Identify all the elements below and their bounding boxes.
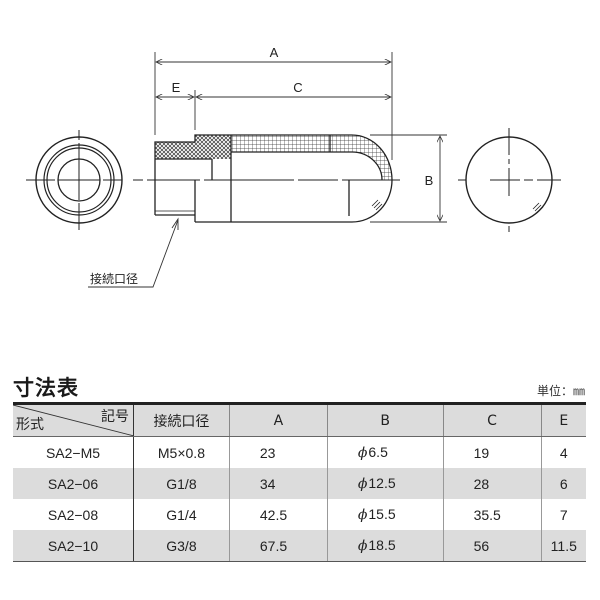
table-row: SA2−06 G1/8 34 ϕ12.5 28 6 — [13, 468, 586, 499]
header-model-label: 形式 — [16, 417, 44, 433]
diagonal-divider-icon — [13, 405, 134, 436]
dimension-label-e: E — [172, 80, 181, 95]
callout-port-size: 接続口径 — [90, 271, 138, 286]
section-title: 寸法表 — [13, 376, 79, 400]
cell-b-value: 6.5 — [368, 444, 388, 460]
cell-model: SA2−06 — [47, 475, 99, 492]
cell-a: 67.5 — [228, 530, 328, 562]
header-symbol-label: 記号 — [101, 409, 129, 425]
cell-b: ϕ15.5 — [326, 499, 444, 530]
centerline-icon — [458, 128, 561, 232]
cell-model: SA2−10 — [13, 530, 134, 562]
cell-c: 35.5 — [442, 499, 542, 530]
header-a: A — [228, 402, 328, 437]
cell-b-value: 12.5 — [368, 475, 396, 491]
table-row: SA2−10 G3/8 67.5 ϕ18.5 56 11.5 — [13, 530, 586, 562]
callout-leader — [88, 217, 179, 288]
centerline-icon — [26, 130, 122, 230]
cell-model: SA2−M5 — [45, 444, 101, 461]
unit-label: 単位：㎜ — [536, 384, 585, 398]
cell-b: ϕ6.5 — [326, 436, 444, 468]
cell-port: M5×0.8 — [133, 436, 230, 468]
cell-b: ϕ18.5 — [326, 530, 444, 562]
cell-e: 7 — [540, 499, 586, 530]
cell-a: 42.5 — [228, 499, 328, 530]
header-corner-cell: 記号 形式 — [13, 402, 134, 437]
cell-model: SA2−08 — [47, 506, 99, 523]
header-b: B — [326, 402, 444, 437]
cell-e: 4 — [540, 436, 586, 468]
side-section-view — [133, 134, 400, 223]
table-header-row: 記号 形式 接続口径 A B C E — [13, 402, 586, 437]
cell-e: 6 — [540, 468, 586, 499]
table-row: SA2−M5 M5×0.8 23 ϕ6.5 19 4 — [13, 436, 586, 468]
cell-c: 28 — [442, 468, 542, 499]
cell-b-value: 18.5 — [368, 537, 396, 553]
dimension-label-c: C — [293, 80, 302, 95]
cell-b: ϕ12.5 — [326, 468, 444, 499]
dimension-lines — [154, 52, 447, 223]
cell-a: 23 — [228, 436, 328, 468]
cell-e: 11.5 — [540, 530, 586, 562]
end-view-dome — [458, 128, 561, 232]
cell-port: G1/8 — [133, 468, 230, 499]
hatch-mark-icon — [371, 199, 383, 211]
phi-symbol: ϕ — [357, 476, 368, 492]
header-port-size: 接続口径 — [133, 402, 230, 437]
cell-b-value: 15.5 — [368, 506, 396, 522]
phi-symbol: ϕ — [357, 507, 368, 523]
cell-port: G3/8 — [133, 530, 230, 562]
dimension-label-b: B — [425, 173, 434, 188]
table-row: SA2−08 G1/4 42.5 ϕ15.5 35.5 7 — [13, 499, 586, 530]
header-e: E — [540, 402, 586, 437]
end-view-port — [26, 130, 123, 230]
cell-c: 19 — [442, 436, 542, 468]
phi-symbol: ϕ — [357, 538, 368, 554]
header-c: C — [442, 402, 542, 437]
cell-a: 34 — [228, 468, 328, 499]
dimension-label-a: A — [270, 45, 279, 60]
phi-symbol: ϕ — [357, 445, 368, 461]
hatch-mark-icon — [532, 202, 544, 214]
dimension-table: 記号 形式 接続口径 A B C E SA2−M5 M5×0.8 23 ϕ6.5… — [13, 402, 586, 562]
technical-drawing: A E C B 接続口径 — [26, 45, 561, 288]
cell-port: G1/4 — [133, 499, 230, 530]
cell-c: 56 — [442, 530, 542, 562]
